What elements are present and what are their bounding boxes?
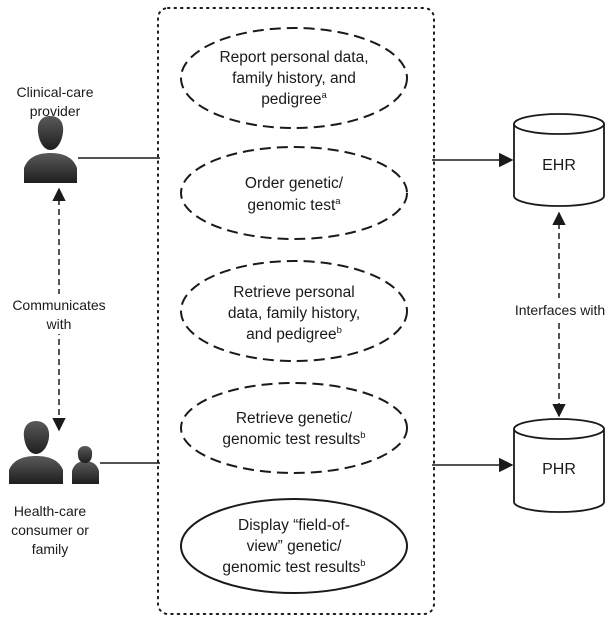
use-case-order-line-1: Order genetic/ (245, 175, 344, 192)
use-case-display-ellipse (180, 498, 408, 594)
use-case-report-line-3: pedigreea (261, 90, 327, 108)
use-case-display-line-2: view” genetic/ (247, 538, 342, 555)
use-case-report-label: Report personal data, family history, an… (219, 49, 368, 108)
consumer-icon (9, 421, 99, 484)
provider-label-line-1: Clinical-care (16, 84, 93, 100)
communicates-label-bg (6, 294, 112, 334)
phr-database-icon (513, 418, 605, 513)
use-case-report-line-2: family history, and (232, 70, 356, 87)
use-case-retrieve-results-ellipse (180, 382, 408, 474)
use-case-retrieve-personal-line-2: data, family history, (228, 305, 360, 322)
use-case-display-line-1: Display “field-of- (238, 517, 350, 534)
use-case-report-line-1: Report personal data, (219, 49, 368, 66)
consumer-label-line-2: consumer or (11, 522, 89, 538)
use-case-order-ellipse (180, 146, 408, 240)
interfaces-label: Interfaces with (515, 302, 605, 318)
use-case-report-ellipse (180, 27, 408, 129)
ehr-database-icon (513, 113, 605, 207)
interfaces-label-bg (510, 298, 610, 322)
provider-icon (24, 116, 77, 183)
use-case-retrieve-personal-label: Retrieve personal data, family history, … (228, 284, 360, 343)
communicates-label-line-2: with (46, 316, 72, 332)
use-case-retrieve-personal-ellipse (180, 260, 408, 362)
provider-label: Clinical-care provider (16, 84, 93, 119)
use-case-display-label: Display “field-of- view” genetic/ genomi… (222, 517, 365, 576)
use-case-retrieve-results-label: Retrieve genetic/ genomic test resultsb (222, 410, 365, 448)
ehr-label: EHR (542, 157, 576, 174)
use-case-retrieve-results-line-1: Retrieve genetic/ (236, 410, 353, 427)
use-case-order-line-2: genomic testa (247, 196, 341, 214)
use-case-retrieve-results-line-2: genomic test resultsb (222, 430, 365, 448)
provider-label-line-2: provider (30, 103, 81, 119)
use-case-display-line-3: genomic test resultsb (222, 558, 365, 576)
consumer-label-line-3: family (32, 541, 69, 557)
use-case-retrieve-personal-line-3: and pedigreeb (246, 325, 342, 343)
use-case-order-label: Order genetic/ genomic testa (245, 175, 344, 214)
communicates-label-line-1: Communicates (12, 297, 105, 313)
use-case-retrieve-personal-line-1: Retrieve personal (233, 284, 354, 301)
phr-label: PHR (542, 461, 576, 478)
consumer-label-line-1: Health-care (14, 503, 87, 519)
system-boundary (157, 7, 435, 615)
consumer-label: Health-care consumer or family (11, 503, 89, 557)
